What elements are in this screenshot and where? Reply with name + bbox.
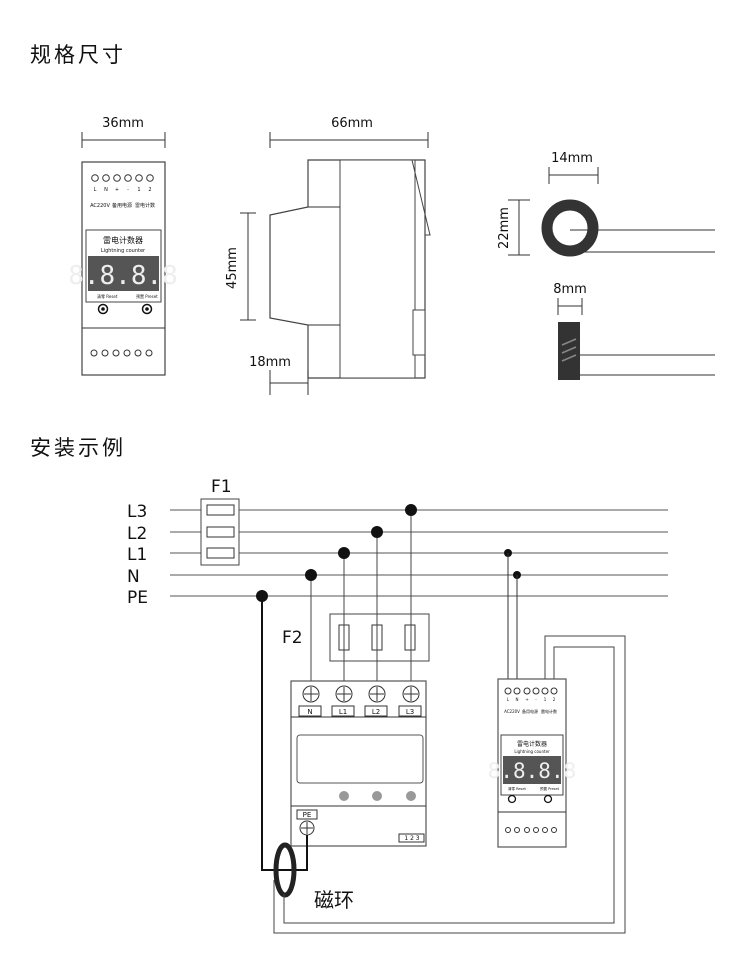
svg-text:清零 Reset: 清零 Reset <box>97 293 118 299</box>
svg-text:AC220V: AC220V <box>504 709 520 714</box>
front-bottom-holes <box>90 349 153 357</box>
side-height-label: 45mm <box>225 247 240 289</box>
svg-text:备用电源: 备用电源 <box>522 708 538 714</box>
svg-text:1: 1 <box>544 697 547 702</box>
line-label-l3: L3 <box>127 502 147 522</box>
front-group-labels: AC220V 备用电源 雷电计数 <box>90 202 155 209</box>
svg-text:N: N <box>307 708 312 716</box>
svg-text:+: + <box>525 697 528 702</box>
spd-label: F2 <box>282 628 303 648</box>
svg-text:备用电源: 备用电源 <box>112 202 132 209</box>
line-label-pe: PE <box>127 588 148 608</box>
line-label-l2: L2 <box>127 524 147 544</box>
coil-view: 14mm 22mm 8mm <box>497 151 715 380</box>
coil-width-label: 14mm <box>551 151 593 166</box>
svg-text:雷电计数: 雷电计数 <box>541 708 557 714</box>
side-width-label: 66mm <box>331 116 373 131</box>
coil-height-label: 22mm <box>497 207 512 249</box>
spd-window <box>296 734 424 784</box>
svg-text:L3: L3 <box>406 708 414 716</box>
line-label-n: N <box>127 567 140 587</box>
side-view: 66mm 45mm 18mm <box>225 116 431 395</box>
svg-text:-: - <box>127 187 129 193</box>
svg-text:2: 2 <box>553 697 556 702</box>
spd-terminal-screws <box>302 685 420 703</box>
svg-text:L: L <box>507 697 510 702</box>
coil-label: 磁环 <box>314 888 354 912</box>
spd-terminal-labels: N L1 L2 L3 <box>307 708 414 716</box>
front-title-en: Lightning counter <box>101 248 146 254</box>
svg-text:2: 2 <box>148 187 151 193</box>
svg-text:-: - <box>535 697 537 702</box>
line-label-l1: L1 <box>127 545 147 565</box>
svg-text:Lightning counter: Lightning counter <box>514 749 550 754</box>
svg-text:雷电计数器: 雷电计数器 <box>517 740 547 748</box>
sense-wire-outer <box>273 635 626 934</box>
front-display-value: 8.8.8.8 <box>68 261 178 291</box>
svg-text:N: N <box>104 187 108 193</box>
svg-text:预置 Preset: 预置 Preset <box>136 293 158 299</box>
svg-text:L2: L2 <box>372 708 380 716</box>
svg-text:L1: L1 <box>339 708 347 716</box>
svg-text:+: + <box>115 187 119 193</box>
svg-text:AC220V: AC220V <box>90 203 110 209</box>
spd-pe-label: PE <box>303 811 312 819</box>
svg-text:清零 Reset: 清零 Reset <box>508 786 527 791</box>
coil-side <box>558 322 580 380</box>
front-view: 36mm L N + - 1 2 AC220V 备用电源 雷电计数 雷电计数器 … <box>68 116 178 376</box>
svg-text:1: 1 <box>137 187 140 193</box>
svg-text:8.8.8.8: 8.8.8.8 <box>488 759 577 783</box>
sense-wire-inner <box>283 646 615 924</box>
bus-lines <box>170 509 668 597</box>
bus-line-labels: L3 L2 L1 N PE <box>127 502 148 608</box>
front-terminal-screws <box>91 174 154 182</box>
dimensions-title: 规格尺寸 <box>30 43 126 67</box>
front-terminal-labels: L N + - 1 2 <box>94 187 152 193</box>
magnetic-ring <box>273 842 297 898</box>
front-display <box>88 256 159 291</box>
svg-text:N: N <box>516 697 519 702</box>
svg-text:雷电计数: 雷电计数 <box>135 202 155 209</box>
coil-side-width-label: 8mm <box>553 282 587 297</box>
install-diagram: L3 L2 L1 N PE F1 F2 <box>127 477 668 934</box>
svg-text:预置 Preset: 预置 Preset <box>540 786 560 791</box>
install-title: 安装示例 <box>30 436 126 460</box>
coil-ring <box>541 199 599 257</box>
spd-wires <box>310 510 412 681</box>
rail-depth-label: 18mm <box>249 355 291 370</box>
spd-index: 1 2 3 <box>404 835 419 842</box>
front-width-label: 36mm <box>102 116 144 131</box>
spd-indicators <box>339 791 416 801</box>
fuse-label: F1 <box>211 477 232 497</box>
svg-text:L: L <box>94 187 97 193</box>
front-title-cn: 雷电计数器 <box>103 235 143 245</box>
fuse-elements <box>206 504 235 559</box>
